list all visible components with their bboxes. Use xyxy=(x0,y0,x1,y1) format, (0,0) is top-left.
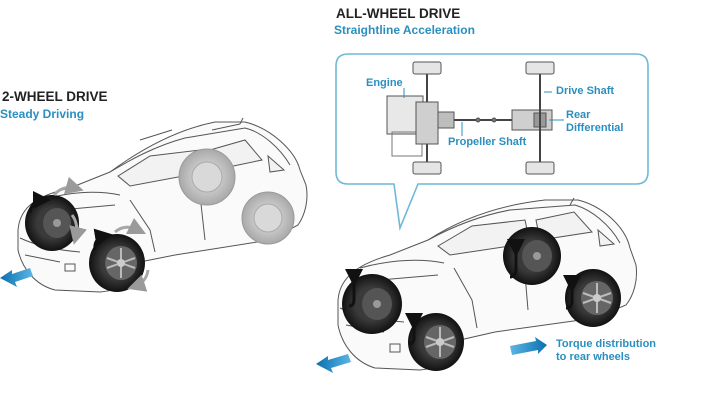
two-wd-title: 2-WHEEL DRIVE xyxy=(2,89,108,104)
rotation-arrow-icon xyxy=(93,228,113,251)
torque-to-rear-arrow-icon xyxy=(510,337,547,355)
engine-label: Engine xyxy=(366,77,403,89)
torque-note-line2: to rear wheels xyxy=(556,351,630,363)
rear-differential-label-line2: Differential xyxy=(566,122,624,134)
propeller-shaft-label: Propeller Shaft xyxy=(448,136,527,148)
front-wheel-near xyxy=(89,234,145,292)
awd-title: ALL-WHEEL DRIVE xyxy=(336,6,461,21)
torque-note-line1: Torque distribution xyxy=(556,338,657,350)
awd-front-wheel-far xyxy=(342,274,402,334)
awd-subtitle: Straightline Acceleration xyxy=(334,23,475,37)
two-wd-subtitle: Steady Driving xyxy=(0,107,85,121)
travel-direction-arrow-icon xyxy=(0,268,33,287)
drivetrain-schematic xyxy=(386,61,564,175)
awd-front-wheel-near xyxy=(408,313,464,371)
rear-differential-label-line1: Rear xyxy=(566,109,591,121)
rotation-arrow-icon xyxy=(28,191,51,214)
drive-shaft-label: Drive Shaft xyxy=(556,85,615,97)
awd-travel-direction-arrow-icon xyxy=(316,354,351,373)
